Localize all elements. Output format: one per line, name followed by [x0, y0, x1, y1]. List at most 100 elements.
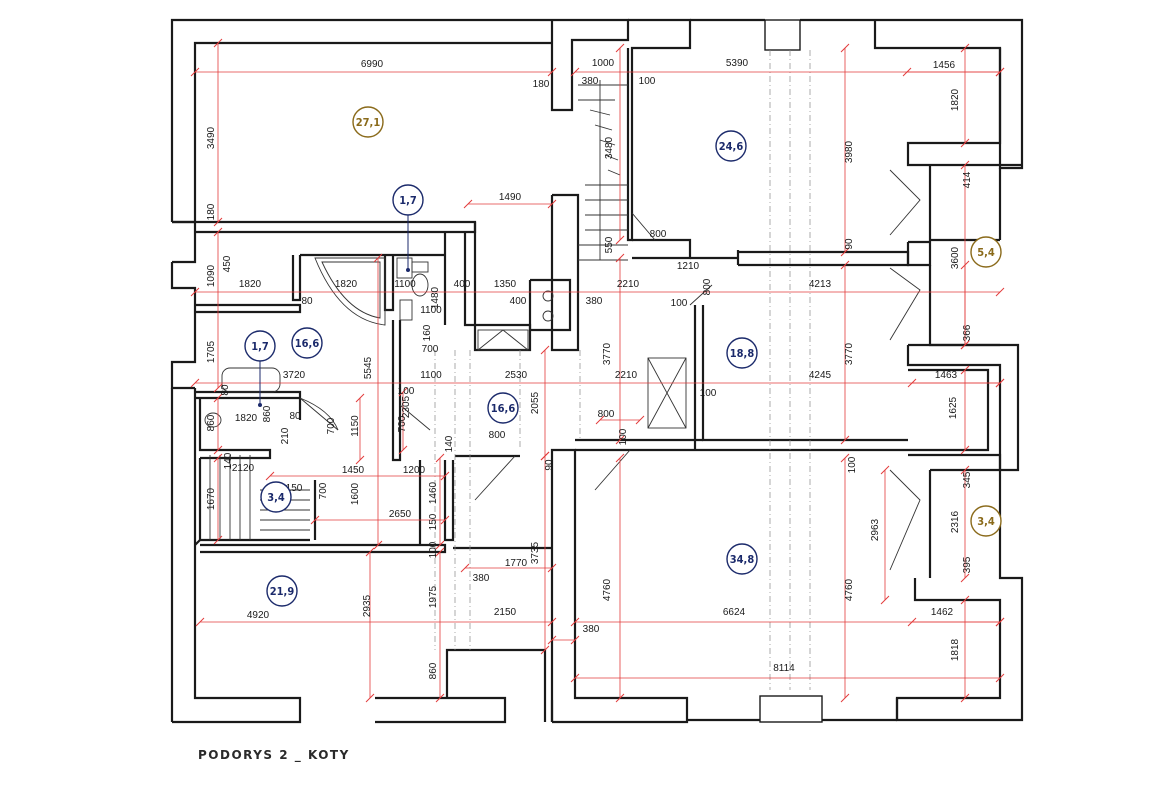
dimension-label: 1625 — [948, 396, 959, 419]
dimension-tick — [615, 453, 625, 463]
room-area-label: 16,6 — [291, 327, 323, 359]
dimension-label: 210 — [280, 427, 291, 444]
room-area-circle — [260, 481, 292, 513]
room-area-value: 3,4 — [267, 491, 285, 504]
dimension-label: 380 — [586, 296, 603, 307]
room-area-label: 18,8 — [726, 337, 758, 369]
room-area-value: 1,7 — [251, 340, 269, 353]
dimension-label: 6990 — [361, 59, 384, 70]
dimension-tick — [995, 287, 1005, 297]
dimension-label: 2316 — [950, 510, 961, 533]
dimension-tick — [840, 435, 850, 445]
dimension-label: 2935 — [362, 594, 373, 617]
dimension-tick — [540, 345, 550, 355]
dimension-tick — [213, 38, 223, 48]
dimension-label: 1462 — [931, 607, 954, 618]
dimension-label: 860 — [262, 405, 273, 422]
room-area-label: 34,8 — [726, 543, 758, 575]
dimension-label: 2530 — [505, 370, 528, 381]
dimension-tick — [615, 253, 625, 263]
dimension-label: 800 — [598, 409, 615, 420]
plan-title: PODORYS 2 _ KOTY — [198, 748, 350, 762]
dimension-tick — [398, 445, 408, 455]
dimension-label: 1600 — [350, 482, 361, 505]
room-area-circle — [487, 392, 519, 424]
room-area-label: 21,9 — [266, 575, 298, 607]
dimension-label: 1480 — [430, 286, 441, 309]
dimension-label: 100 — [428, 541, 439, 558]
dimension-label: 2120 — [232, 463, 255, 474]
dimension-tick — [547, 67, 557, 77]
dimension-tick — [365, 547, 375, 557]
dimension-label: 150 — [286, 483, 303, 494]
dimension-tick — [460, 563, 470, 573]
dimension-tick — [960, 260, 970, 270]
room-area-label: 5,4 — [970, 236, 1002, 268]
dimension-label: 1770 — [505, 558, 528, 569]
dimension-tick — [960, 365, 970, 375]
dimension-label: 180 — [206, 203, 217, 220]
dimension-label: 800 — [650, 229, 667, 240]
dimension-tick — [960, 138, 970, 148]
dimension-tick — [960, 445, 970, 455]
room-area-value: 1,7 — [399, 194, 417, 207]
room-area-label: 16,6 — [487, 392, 519, 424]
dimension-tick — [440, 515, 450, 525]
dimension-tick — [435, 693, 445, 703]
dimension-label: 180 — [533, 79, 550, 90]
dimension-label: 700 — [318, 482, 329, 499]
dimension-tick — [213, 535, 223, 545]
dimension-tick — [547, 617, 557, 627]
room-area-circle — [392, 184, 424, 216]
room-area-value: 18,8 — [730, 347, 755, 360]
dimension-label: 860 — [206, 414, 217, 431]
dimension-label: 1818 — [950, 638, 961, 661]
dimension-label: 1150 — [350, 415, 361, 437]
dimension-tick — [213, 453, 223, 463]
dimension-label: 100 — [398, 386, 415, 397]
dimension-label: 550 — [604, 236, 615, 253]
dimension-tick — [547, 635, 557, 645]
dimension-label: 100 — [639, 76, 656, 87]
room-area-circle — [726, 543, 758, 575]
room-area-value: 21,9 — [270, 585, 295, 598]
room-area-circle — [726, 337, 758, 369]
dimension-tick — [213, 383, 223, 393]
dimension-tick — [190, 67, 200, 77]
room-area-value: 5,4 — [977, 246, 995, 259]
dimension-label: 1705 — [206, 340, 217, 363]
dimension-label: 2210 — [615, 370, 638, 381]
dimension-label: 4760 — [602, 578, 613, 601]
dimension-tick — [907, 617, 917, 627]
dimension-label: 160 — [422, 324, 433, 341]
room-area-circle — [970, 505, 1002, 537]
dimension-tick — [540, 451, 550, 461]
dimension-label: 800 — [489, 430, 506, 441]
dimension-tick — [880, 465, 890, 475]
dimension-label: 395 — [962, 556, 973, 573]
dimension-tick — [840, 453, 850, 463]
dimension-label: 3980 — [844, 140, 855, 163]
dimension-label: 4760 — [844, 578, 855, 601]
dimension-tick — [540, 645, 550, 655]
dimension-label: 2055 — [530, 391, 541, 414]
dimension-tick — [840, 43, 850, 53]
dimension-tick — [635, 415, 645, 425]
room-area-circle — [266, 575, 298, 607]
dimension-label: 366 — [962, 324, 973, 341]
dimension-tick — [995, 67, 1005, 77]
dimension-label: 2305 — [401, 395, 412, 418]
dimension-label: 800 — [702, 278, 713, 295]
fixtures — [204, 50, 921, 690]
dimension-label: 100 — [700, 388, 717, 399]
dimension-label: 3735 — [530, 541, 541, 564]
dimension-label: 2650 — [389, 509, 412, 520]
dimension-label: 1463 — [935, 370, 958, 381]
room-area-circle — [352, 106, 384, 138]
dimension-tick — [840, 247, 850, 257]
dimension-label: 2150 — [494, 607, 517, 618]
staircase — [578, 80, 628, 261]
dimension-label: 1350 — [494, 279, 517, 290]
dimension-label: 140 — [223, 452, 234, 469]
